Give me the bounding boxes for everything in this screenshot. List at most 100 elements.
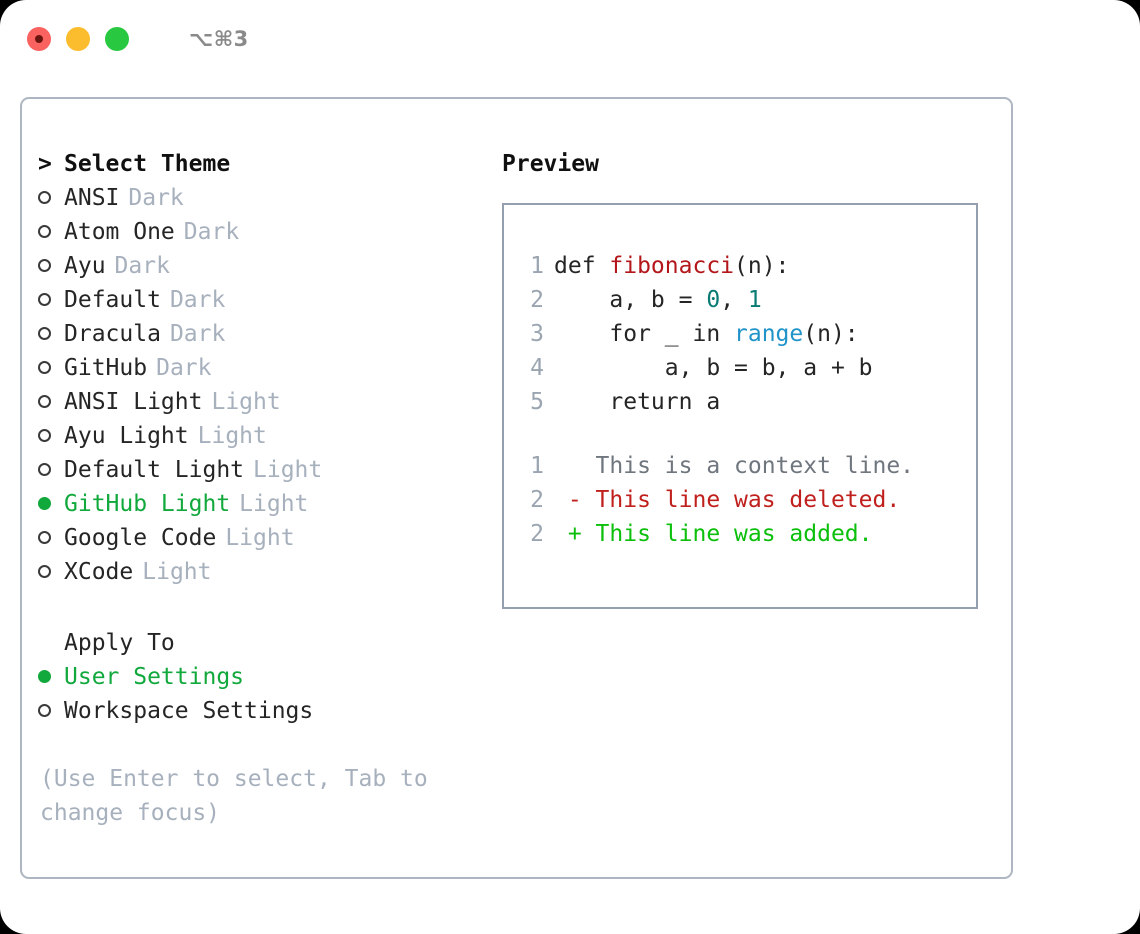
code-token-plain: def <box>554 253 610 279</box>
theme-option-kind: Dark <box>169 321 226 347</box>
keyboard-hint: (Use Enter to select, Tab to change focu… <box>40 766 428 826</box>
apply-to-option-label: User Settings <box>64 664 245 690</box>
code-token-plain: a, b = b, a + b <box>554 355 873 381</box>
theme-option-kind: Dark <box>169 287 226 313</box>
theme-option-ayu-light[interactable]: Ayu Light Light <box>38 419 478 453</box>
diff-line-text: + This line was added. <box>554 521 873 547</box>
maximize-window-button[interactable] <box>105 27 129 51</box>
radio-dot <box>38 361 51 374</box>
theme-option-kind: Light <box>225 525 295 551</box>
line-number: 5 <box>530 389 544 415</box>
theme-option-dracula[interactable]: Dracula Dark <box>38 317 478 351</box>
theme-option-kind: Dark <box>156 355 212 381</box>
theme-option-github[interactable]: GitHub Dark <box>38 351 478 385</box>
apply-to-option-user-settings[interactable]: User Settings <box>38 660 478 694</box>
line-number: 1 <box>530 453 544 479</box>
code-token-num: 1 <box>747 287 762 313</box>
preview-title: Preview <box>502 151 599 177</box>
code-token-plain: (n): <box>734 253 790 279</box>
code-line: 4 a, b = b, a + b <box>522 351 970 385</box>
diff-line-text: This is a context line. <box>554 453 915 479</box>
radio-unselected-icon <box>38 249 64 283</box>
minimize-window-button[interactable] <box>66 27 90 51</box>
radio-dot <box>38 259 51 272</box>
window-controls <box>27 27 129 51</box>
title-bar: ⌥⌘3 <box>0 0 1140 78</box>
line-number: 2 <box>530 487 544 513</box>
radio-selected-icon <box>38 660 64 694</box>
keyboard-shortcut-label: ⌥⌘3 <box>189 27 249 51</box>
theme-option-google-code[interactable]: Google Code Light <box>38 521 478 555</box>
radio-selected-icon <box>38 487 64 521</box>
radio-dot <box>38 327 51 340</box>
theme-option-label: ANSI <box>64 185 120 211</box>
radio-unselected-icon <box>38 521 64 555</box>
code-token-plain: (n): <box>803 321 859 347</box>
theme-option-kind: Dark <box>128 185 184 211</box>
theme-option-kind: Dark <box>114 253 170 279</box>
radio-unselected-icon <box>38 215 64 249</box>
theme-option-ansi-light[interactable]: ANSI Light Light <box>38 385 478 419</box>
diff-lines: 1 This is a context line.2 - This line w… <box>522 449 970 551</box>
line-number: 3 <box>530 321 544 347</box>
theme-option-ansi[interactable]: ANSI Dark <box>38 181 478 215</box>
code-token-plain: return a <box>554 389 721 415</box>
theme-option-label: Ayu <box>64 253 106 279</box>
radio-unselected-icon <box>38 181 64 215</box>
apply-to-title: ○ Apply To <box>38 626 478 660</box>
theme-option-label: Atom One <box>64 219 175 245</box>
theme-option-label: Google Code <box>64 525 217 551</box>
line-number: 2 <box>530 287 544 313</box>
code-token-plain: for _ in <box>554 321 735 347</box>
radio-dot <box>38 293 51 306</box>
apply-to-title-label: Apply To <box>64 630 175 656</box>
theme-option-xcode[interactable]: XCode Light <box>38 555 478 589</box>
theme-option-kind: Light <box>211 389 281 415</box>
line-number: 4 <box>530 355 544 381</box>
line-number: 1 <box>530 253 544 279</box>
theme-option-label: ANSI Light <box>64 389 203 415</box>
theme-option-kind: Dark <box>183 219 240 245</box>
close-window-button[interactable] <box>27 27 51 51</box>
radio-dot <box>38 395 51 408</box>
code-line: 1 def fibonacci(n): <box>522 249 970 283</box>
theme-option-kind: Light <box>197 423 267 449</box>
radio-dot <box>38 191 51 204</box>
code-token-num: 0 <box>706 287 721 313</box>
code-line: 3 for _ in range(n): <box>522 317 970 351</box>
diff-line-del: 2 - This line was deleted. <box>522 483 970 517</box>
apply-to-option-label: Workspace Settings <box>64 698 314 724</box>
code-token-call: range <box>734 321 804 347</box>
theme-option-label: Ayu Light <box>64 423 189 449</box>
radio-dot <box>38 225 51 238</box>
theme-option-label: Default <box>64 287 161 313</box>
theme-option-label: GitHub <box>64 355 148 381</box>
radio-dot <box>38 497 51 510</box>
radio-unselected-icon <box>38 419 64 453</box>
code-token-plain: , <box>720 287 748 313</box>
theme-option-atom-one[interactable]: Atom One Dark <box>38 215 478 249</box>
theme-option-label: XCode <box>64 559 134 585</box>
theme-option-ayu[interactable]: Ayu Dark <box>38 249 478 283</box>
theme-option-default[interactable]: Default Dark <box>38 283 478 317</box>
theme-option-label: Dracula <box>64 321 161 347</box>
diff-line-ctx: 1 This is a context line. <box>522 449 970 483</box>
radio-dot <box>38 429 51 442</box>
diff-line-text: - This line was deleted. <box>554 487 901 513</box>
code-token-plain: a, b = <box>554 287 707 313</box>
code-line: 2 a, b = 0, 1 <box>522 283 970 317</box>
code-spacer <box>522 419 970 449</box>
code-token-fn: fibonacci <box>609 253 735 279</box>
apply-to-option-workspace-settings[interactable]: Workspace Settings <box>38 694 478 728</box>
line-number: 2 <box>530 521 544 547</box>
theme-option-kind: Light <box>142 559 212 585</box>
